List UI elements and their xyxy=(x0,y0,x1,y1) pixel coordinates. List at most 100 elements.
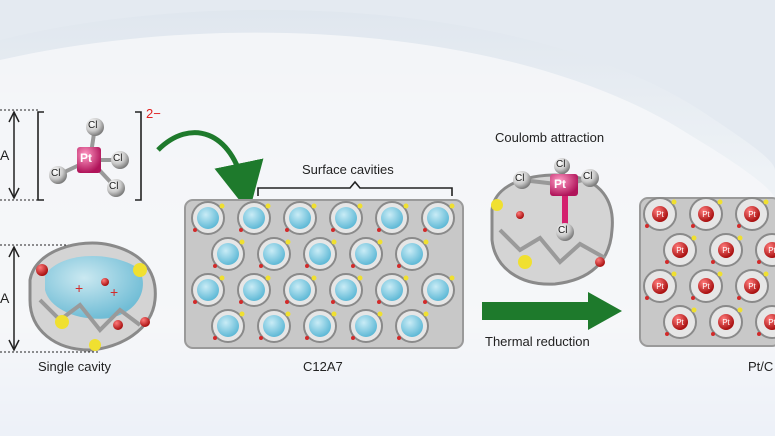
cl-label-6: Cl xyxy=(583,171,592,182)
pt-lattice-o-atom xyxy=(757,332,761,336)
lattice-cavity xyxy=(401,243,423,265)
lattice-al-atom xyxy=(450,204,455,209)
lattice-o-atom xyxy=(331,300,335,304)
pt-lattice-al-atom xyxy=(672,200,677,205)
pt-lattice-al-atom xyxy=(718,200,723,205)
pt-particle-label: Pt xyxy=(722,246,730,255)
pt-lattice-al-atom xyxy=(718,272,723,277)
cl-label-5: Cl xyxy=(515,173,524,184)
pt-particle-label: Pt xyxy=(702,210,710,219)
lattice-cavity xyxy=(197,207,219,229)
lattice-cavity xyxy=(289,279,311,301)
pt-lattice-al-atom xyxy=(692,236,697,241)
lattice-o-atom xyxy=(423,228,427,232)
pt-label-cage: Pt xyxy=(554,177,566,191)
lattice-cavity xyxy=(243,207,265,229)
lattice-o-atom xyxy=(305,336,309,340)
lattice-o-atom xyxy=(259,336,263,340)
pt-c12a7-label: Pt/C xyxy=(748,359,773,374)
lattice-al-atom xyxy=(286,240,291,245)
pt-particle-label: Pt xyxy=(748,210,756,219)
lattice-al-atom xyxy=(424,312,429,317)
lattice-al-atom xyxy=(332,312,337,317)
pt-lattice-o-atom xyxy=(757,260,761,264)
pt-lattice-al-atom xyxy=(692,308,697,313)
lattice-al-atom xyxy=(240,240,245,245)
lattice-cavity xyxy=(427,279,449,301)
lattice-al-atom xyxy=(312,276,317,281)
pt-particle-label: Pt xyxy=(656,210,664,219)
pt-particle-label: Pt xyxy=(702,282,710,291)
pt-lattice-o-atom xyxy=(691,296,695,300)
lattice-o-atom xyxy=(193,228,197,232)
pt-lattice-o-atom xyxy=(665,260,669,264)
lattice-al-atom xyxy=(266,276,271,281)
lattice-cavity xyxy=(263,315,285,337)
lattice-cavity xyxy=(335,279,357,301)
cl-label-2: Cl xyxy=(51,168,60,179)
lattice-al-atom xyxy=(312,204,317,209)
lattice-cavity xyxy=(197,279,219,301)
lattice-o-atom xyxy=(397,336,401,340)
surface-cavities-label: Surface cavities xyxy=(302,162,394,177)
cl-label-1: Cl xyxy=(88,120,97,131)
single-cavity-label: Single cavity xyxy=(38,359,111,374)
pt-lattice-al-atom xyxy=(764,272,769,277)
lattice-cavity xyxy=(355,315,377,337)
lattice-al-atom xyxy=(450,276,455,281)
lattice-o-atom xyxy=(305,264,309,268)
lattice-al-atom xyxy=(424,240,429,245)
svg-text:+: + xyxy=(75,280,83,296)
coulomb-attraction-label: Coulomb attraction xyxy=(495,130,604,145)
pt-lattice-o-atom xyxy=(711,260,715,264)
lattice-cavity xyxy=(309,243,331,265)
lattice-al-atom xyxy=(240,312,245,317)
pt-lattice-o-atom xyxy=(665,332,669,336)
pt-lattice-o-atom xyxy=(645,296,649,300)
pt-particle-label: Pt xyxy=(722,318,730,327)
lattice-cavity xyxy=(289,207,311,229)
lattice-o-atom xyxy=(351,264,355,268)
lattice-o-atom xyxy=(213,336,217,340)
cl-label-8: Cl xyxy=(558,225,567,236)
lattice-al-atom xyxy=(378,240,383,245)
lattice-al-atom xyxy=(404,204,409,209)
lattice-cavity xyxy=(355,243,377,265)
lattice-o-atom xyxy=(285,228,289,232)
charge-label: 2− xyxy=(146,106,161,121)
lattice-o-atom xyxy=(285,300,289,304)
thermal-reduction-label: Thermal reduction xyxy=(485,334,590,349)
lattice-o-atom xyxy=(331,228,335,232)
lattice-al-atom xyxy=(220,276,225,281)
lattice-al-atom xyxy=(220,204,225,209)
lattice-cavity xyxy=(217,315,239,337)
lattice-cavity xyxy=(263,243,285,265)
pt-lattice-al-atom xyxy=(672,272,677,277)
cl-label-4: Cl xyxy=(113,153,122,164)
lattice-al-atom xyxy=(266,204,271,209)
pt-particle-label: Pt xyxy=(768,318,775,327)
lattice-al-atom xyxy=(332,240,337,245)
pt-label-anion: Pt xyxy=(80,151,92,165)
lattice-o-atom xyxy=(423,300,427,304)
lattice-cavity xyxy=(335,207,357,229)
pt-lattice-o-atom xyxy=(691,224,695,228)
c12a7-label: C12A7 xyxy=(303,359,343,374)
lattice-al-atom xyxy=(286,312,291,317)
lattice-o-atom xyxy=(259,264,263,268)
lattice-al-atom xyxy=(358,276,363,281)
lattice-o-atom xyxy=(193,300,197,304)
pt-lattice-o-atom xyxy=(711,332,715,336)
svg-text:+: + xyxy=(110,284,118,300)
pt-lattice: PtPtPtPtPtPtPtPtPtPtPtPt xyxy=(640,198,775,346)
cl-label-3: Cl xyxy=(109,181,118,192)
dimension-label-top: A xyxy=(0,147,9,163)
lattice-al-atom xyxy=(378,312,383,317)
pt-lattice-o-atom xyxy=(737,296,741,300)
lattice-o-atom xyxy=(351,336,355,340)
pt-lattice-al-atom xyxy=(738,236,743,241)
pt-particle-label: Pt xyxy=(656,282,664,291)
pt-particle-label: Pt xyxy=(676,318,684,327)
